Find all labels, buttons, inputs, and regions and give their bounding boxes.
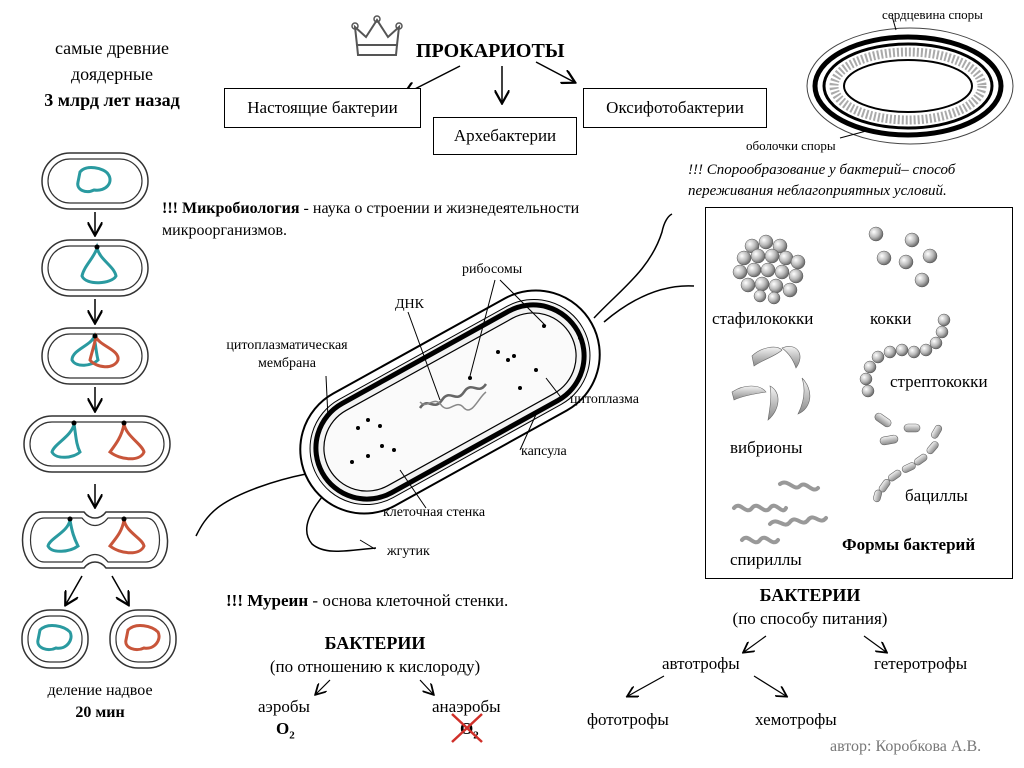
vibrios-illustration — [731, 346, 811, 421]
ancient-line1: самые древние — [54, 38, 170, 58]
aerobes-o2-symbol: O — [276, 719, 290, 738]
bacteria-forms-panel — [705, 207, 1013, 579]
microbiology-definition: !!! Микробиология - наука о строении и ж… — [162, 200, 579, 218]
oxygen-anaerobes: анаэробы — [432, 697, 501, 716]
division-label: деление надвое — [47, 682, 153, 699]
daughter-cell-red — [109, 609, 177, 669]
label-cell-wall: клеточная стенка — [383, 505, 486, 520]
division-time: 20 мин — [75, 704, 125, 721]
aerobes-o2-subscript: 2 — [289, 729, 295, 742]
cross-out-icon — [451, 713, 483, 743]
label-dna: ДНК — [395, 297, 424, 312]
spirilla-illustration — [732, 480, 828, 545]
microbiology-rest: - наука о строении и жизнедеятельности — [299, 200, 580, 217]
label-membrane-line2: мембрана — [258, 356, 316, 371]
daughter-cell-teal — [21, 609, 89, 669]
nutrition-heterotrophs: гетеротрофы — [874, 654, 968, 673]
nutrition-title: БАКТЕРИИ — [759, 585, 861, 605]
spore-core-label: сердцевина споры — [882, 7, 983, 22]
group-archaebacteria: Архебактерии — [433, 117, 577, 155]
label-membrane-line1: цитоплазматическая — [226, 338, 348, 353]
author-credit: автор: Коробкова А.В. — [830, 738, 982, 755]
binary-fission-diagram — [21, 152, 177, 669]
spore-illustration — [806, 15, 1014, 145]
label-cytoplasm: цитоплазма — [570, 392, 639, 407]
group-true-bacteria: Настоящие бактерии — [224, 88, 421, 128]
label-flagellum: жгутик — [387, 544, 430, 559]
label-capsule: капсула — [521, 444, 567, 459]
fission-stage-4 — [23, 415, 171, 473]
group-oxyphotobacteria: Оксифотобактерии — [583, 88, 767, 128]
oxygen-subtitle: (по отношению к кислороду) — [269, 657, 481, 676]
nutrition-phototrophs: фототрофы — [587, 710, 669, 729]
fission-stage-1 — [41, 152, 149, 210]
fission-stage-3 — [41, 327, 149, 385]
oxygen-title: БАКТЕРИИ — [324, 633, 426, 653]
form-streptococci: стрептококки — [890, 372, 988, 391]
cocci-illustration — [868, 226, 938, 288]
form-staphylococci: стафилококки — [712, 309, 814, 328]
label-ribosomes: рибосомы — [462, 262, 523, 277]
murein-prefix: !!! Муреин — [226, 591, 309, 610]
nutrition-chemotrophs: хемотрофы — [755, 710, 837, 729]
form-bacilli: бациллы — [905, 486, 968, 505]
staphylococci-illustration — [732, 234, 806, 305]
microbiology-line2: микроорганизмов. — [162, 222, 288, 239]
ancient-line2: доядерные — [71, 64, 153, 84]
fission-stage-2 — [41, 239, 149, 297]
prokaryotes-title: ПРОКАРИОТЫ — [416, 40, 565, 62]
nutrition-autotrophs: автотрофы — [662, 654, 740, 673]
spore-note-line2: переживания неблагоприятных условий. — [688, 183, 947, 199]
form-vibrios: вибрионы — [730, 438, 803, 457]
ancient-line3: 3 млрд лет назад — [44, 90, 180, 110]
form-spirilla: спириллы — [730, 550, 802, 569]
form-cocci: кокки — [870, 309, 912, 328]
microbiology-prefix: !!! Микробиология — [162, 200, 300, 217]
spore-note-line1: !!! Спорообразование у бактерий– способ — [688, 162, 956, 178]
crown-icon — [351, 15, 403, 56]
bacilli-illustration — [873, 412, 943, 503]
murein-rest: - основа клеточной стенки. — [308, 591, 509, 610]
aerobes-o2: O2 — [276, 719, 295, 742]
fission-stage-5 — [21, 511, 169, 569]
nutrition-subtitle: (по способу питания) — [732, 609, 888, 628]
spore-shell-label: оболочки споры — [746, 138, 836, 153]
oxygen-aerobes: аэробы — [258, 697, 310, 716]
streptococci-illustration — [859, 313, 951, 398]
murein-note: !!! Муреин - основа клеточной стенки. — [226, 591, 508, 611]
forms-title: Формы бактерий — [842, 535, 976, 554]
